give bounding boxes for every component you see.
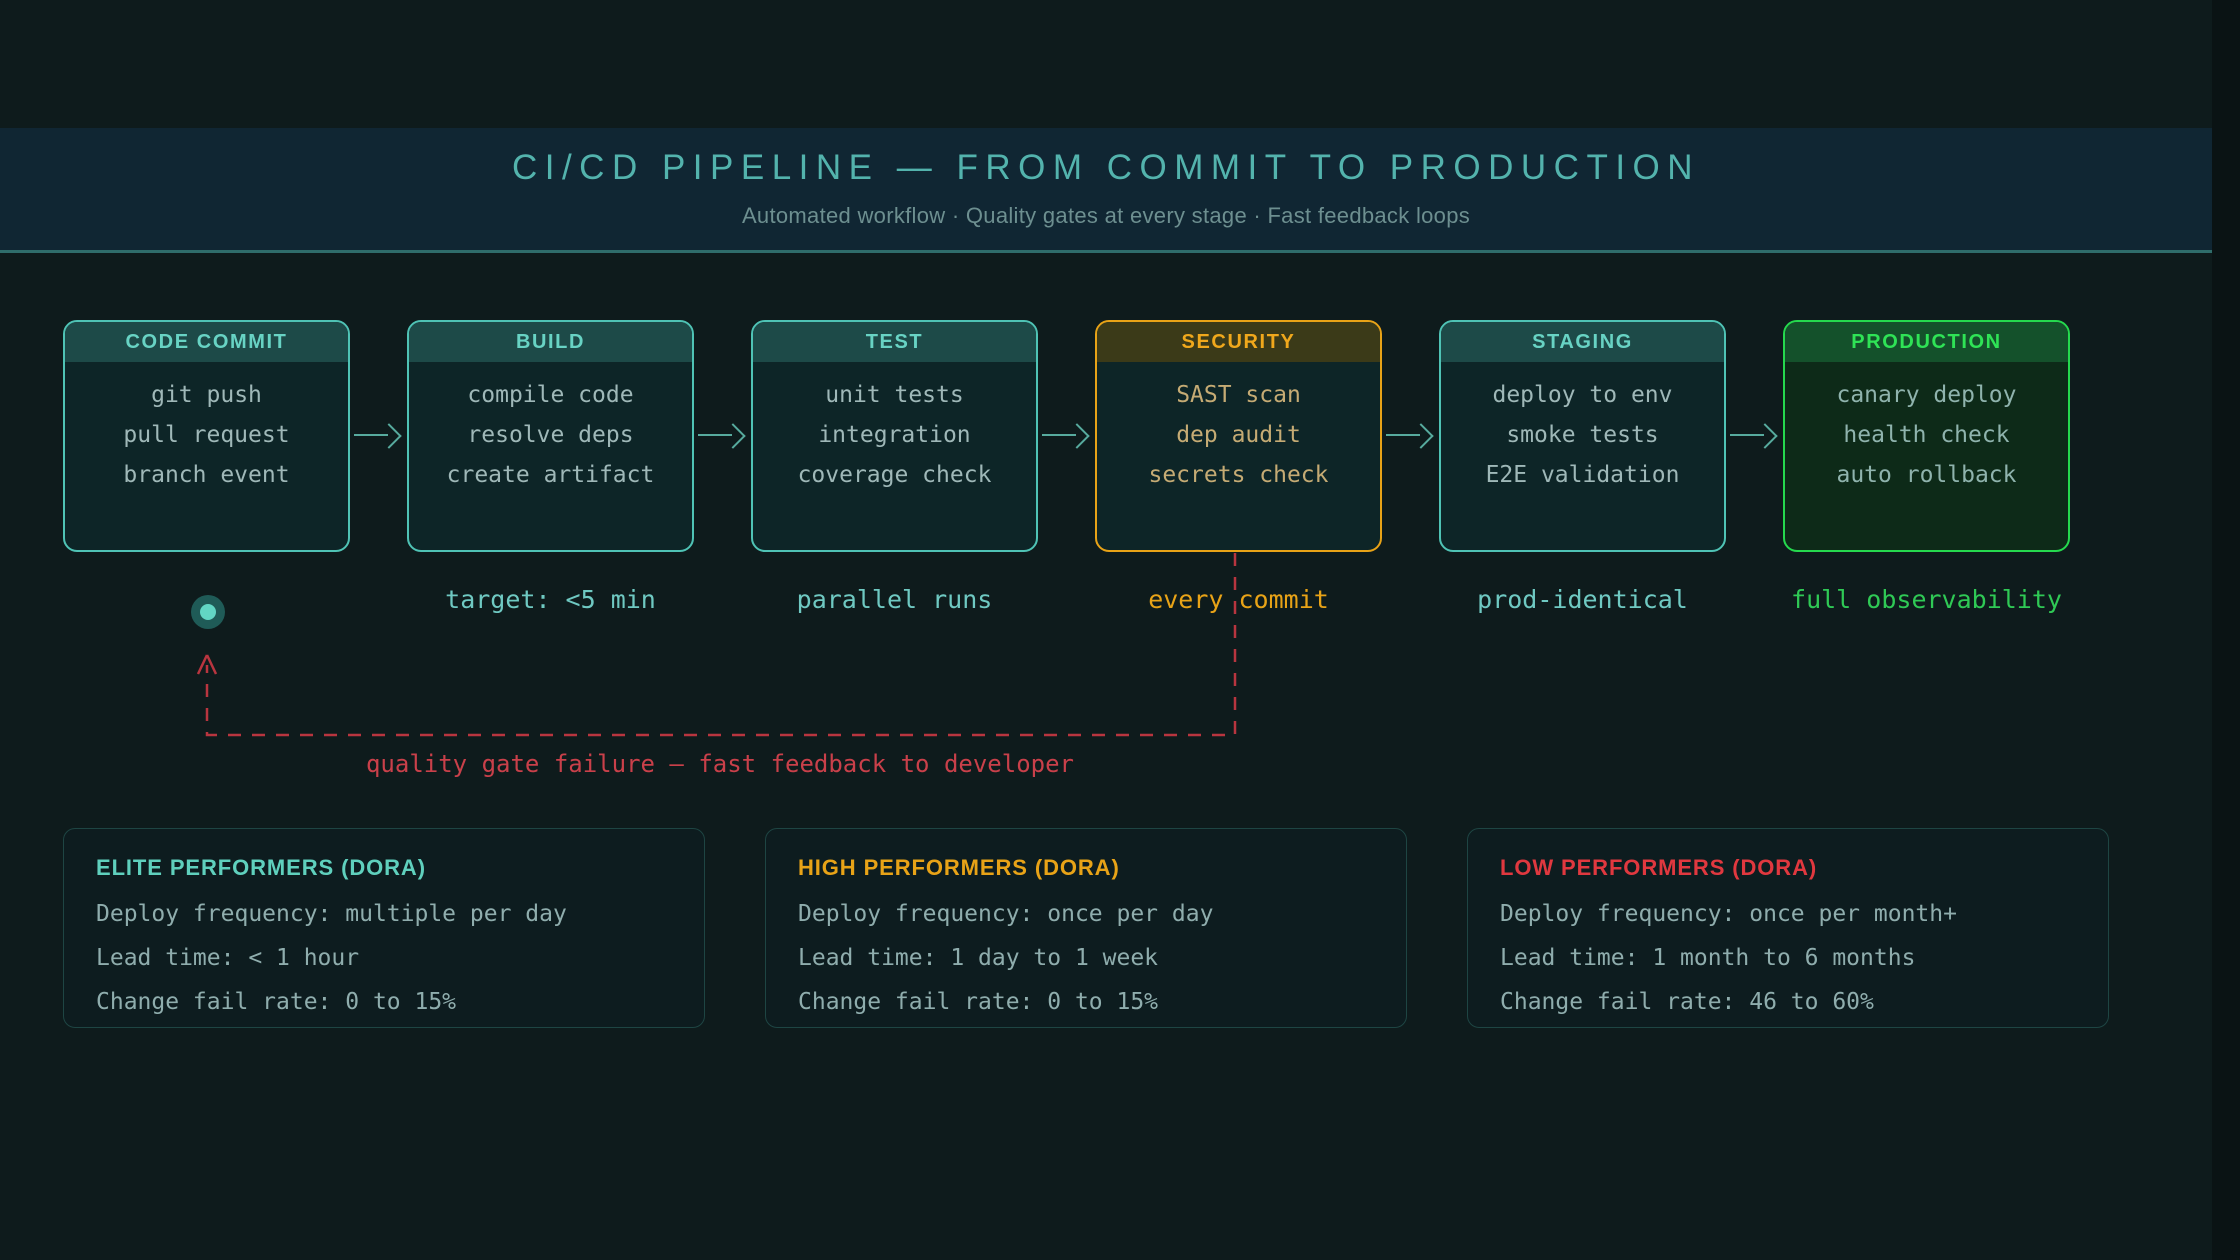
stage-header: PRODUCTION bbox=[1785, 322, 2068, 362]
stage-header: CODE COMMIT bbox=[65, 322, 348, 362]
stage-item: deploy to env bbox=[1492, 382, 1673, 408]
stage-box-build[interactable]: BUILD compile code resolve deps create arti… bbox=[407, 320, 694, 552]
stage-item: resolve deps bbox=[467, 422, 634, 448]
stage-name-label: STAGING bbox=[1532, 330, 1633, 353]
stage-body: canary deploy health check auto rollback bbox=[1785, 362, 2068, 488]
page-subtitle: Automated workflow · Quality gates at ev… bbox=[741, 203, 1471, 228]
stage-header: STAGING bbox=[1441, 322, 1724, 362]
stage-connector-arrow bbox=[698, 423, 746, 449]
stage-connector-arrow bbox=[354, 423, 402, 449]
stage-name-label: BUILD bbox=[515, 330, 586, 353]
dora-card-title: LOW PERFORMERS (DORA) bbox=[1500, 855, 1818, 880]
stage-connector-arrow bbox=[1730, 423, 1778, 449]
feedback-dashed-line bbox=[205, 553, 1237, 737]
stage-name-label: TEST bbox=[865, 330, 924, 353]
stage-item: git push bbox=[151, 382, 262, 408]
dora-card[interactable]: HIGH PERFORMERS (DORA) Deploy frequency: … bbox=[765, 828, 1407, 1028]
stage-item: compile code bbox=[467, 382, 634, 408]
stage-item: integration bbox=[818, 422, 971, 448]
stage-item: auto rollback bbox=[1836, 462, 2017, 488]
stage-item: secrets check bbox=[1148, 462, 1329, 488]
page-title: CI/CD PIPELINE — FROM COMMIT TO PRODUCTI… bbox=[511, 148, 1701, 187]
pipeline-stage-row: CODE COMMIT git push pull request branch ev… bbox=[0, 320, 2212, 552]
stage-item: canary deploy bbox=[1836, 382, 2017, 408]
stage-name-label: SECURITY bbox=[1181, 330, 1296, 353]
dora-card-line: Deploy frequency: once per month+ bbox=[1500, 901, 1957, 927]
stage-item: smoke tests bbox=[1506, 422, 1659, 448]
stage-body: unit tests integration coverage check bbox=[753, 362, 1036, 488]
dora-card-line: Change fail rate: 0 to 15% bbox=[798, 989, 1159, 1015]
stage-item: branch event bbox=[123, 462, 290, 488]
stage-header: TEST bbox=[753, 322, 1036, 362]
feedback-arrowhead bbox=[196, 654, 218, 675]
stage-caption: every commit bbox=[1148, 585, 1329, 614]
header-band: CI/CD PIPELINE — FROM COMMIT TO PRODUCTI… bbox=[0, 128, 2212, 253]
stage-caption: full observability bbox=[1791, 585, 2062, 614]
dora-card-line: Deploy frequency: multiple per day bbox=[96, 901, 567, 927]
stage-connector-arrow bbox=[1042, 423, 1090, 449]
stage-connector-arrow bbox=[1386, 423, 1434, 449]
stage-name-label: PRODUCTION bbox=[1851, 330, 2002, 353]
stage-item: create artifact bbox=[446, 462, 655, 488]
stage-body: SAST scan dep audit secrets check bbox=[1097, 362, 1380, 488]
dora-card[interactable]: ELITE PERFORMERS (DORA) Deploy frequency:… bbox=[63, 828, 705, 1028]
stage-item: coverage check bbox=[797, 462, 992, 488]
commit-marker-core bbox=[200, 604, 216, 620]
dora-card-line: Change fail rate: 0 to 15% bbox=[96, 989, 457, 1015]
dora-card-line: Deploy frequency: once per day bbox=[798, 901, 1214, 927]
stage-box-security[interactable]: SECURITY SAST scan dep audit secrets check bbox=[1095, 320, 1382, 552]
stage-item: health check bbox=[1843, 422, 2010, 448]
right-edge-strip bbox=[2212, 0, 2240, 1260]
stage-item: E2E validation bbox=[1485, 462, 1680, 488]
stage-caption: parallel runs bbox=[796, 585, 993, 614]
stage-body: git push pull request branch event bbox=[65, 362, 348, 488]
dora-card-line: Lead time: 1 day to 1 week bbox=[798, 945, 1159, 971]
dora-card[interactable]: LOW PERFORMERS (DORA) Deploy frequency: o… bbox=[1467, 828, 2109, 1028]
stage-body: compile code resolve deps create artifact bbox=[409, 362, 692, 488]
stage-item: SAST scan bbox=[1176, 382, 1301, 408]
stage-caption: prod-identical bbox=[1477, 585, 1688, 614]
dora-card-line: Lead time: < 1 hour bbox=[96, 945, 360, 971]
pipeline-caption-row: target: <5 min parallel runs every commit p… bbox=[0, 585, 2212, 621]
stage-header: BUILD bbox=[409, 322, 692, 362]
stage-item: unit tests bbox=[825, 382, 964, 408]
commit-marker-dot bbox=[191, 595, 225, 629]
stage-box-code-commit[interactable]: CODE COMMIT git push pull request branch ev… bbox=[63, 320, 350, 552]
dora-cards-row: ELITE PERFORMERS (DORA) Deploy frequency:… bbox=[0, 828, 2212, 1028]
dora-card-title: ELITE PERFORMERS (DORA) bbox=[96, 855, 426, 880]
stage-item: dep audit bbox=[1176, 422, 1301, 448]
dora-card-line: Lead time: 1 month to 6 months bbox=[1500, 945, 1916, 971]
dora-card-line: Change fail rate: 46 to 60% bbox=[1500, 989, 1874, 1015]
stage-box-production[interactable]: PRODUCTION canary deploy health check auto … bbox=[1783, 320, 2070, 552]
stage-item: pull request bbox=[123, 422, 290, 448]
stage-caption: target: <5 min bbox=[445, 585, 656, 614]
stage-header: SECURITY bbox=[1097, 322, 1380, 362]
dora-card-title: HIGH PERFORMERS (DORA) bbox=[798, 855, 1120, 880]
feedback-loop-label: quality gate failure — fast feedback to … bbox=[365, 750, 1074, 778]
stage-name-label: CODE COMMIT bbox=[125, 330, 288, 353]
stage-box-test[interactable]: TEST unit tests integration coverage check bbox=[751, 320, 1038, 552]
